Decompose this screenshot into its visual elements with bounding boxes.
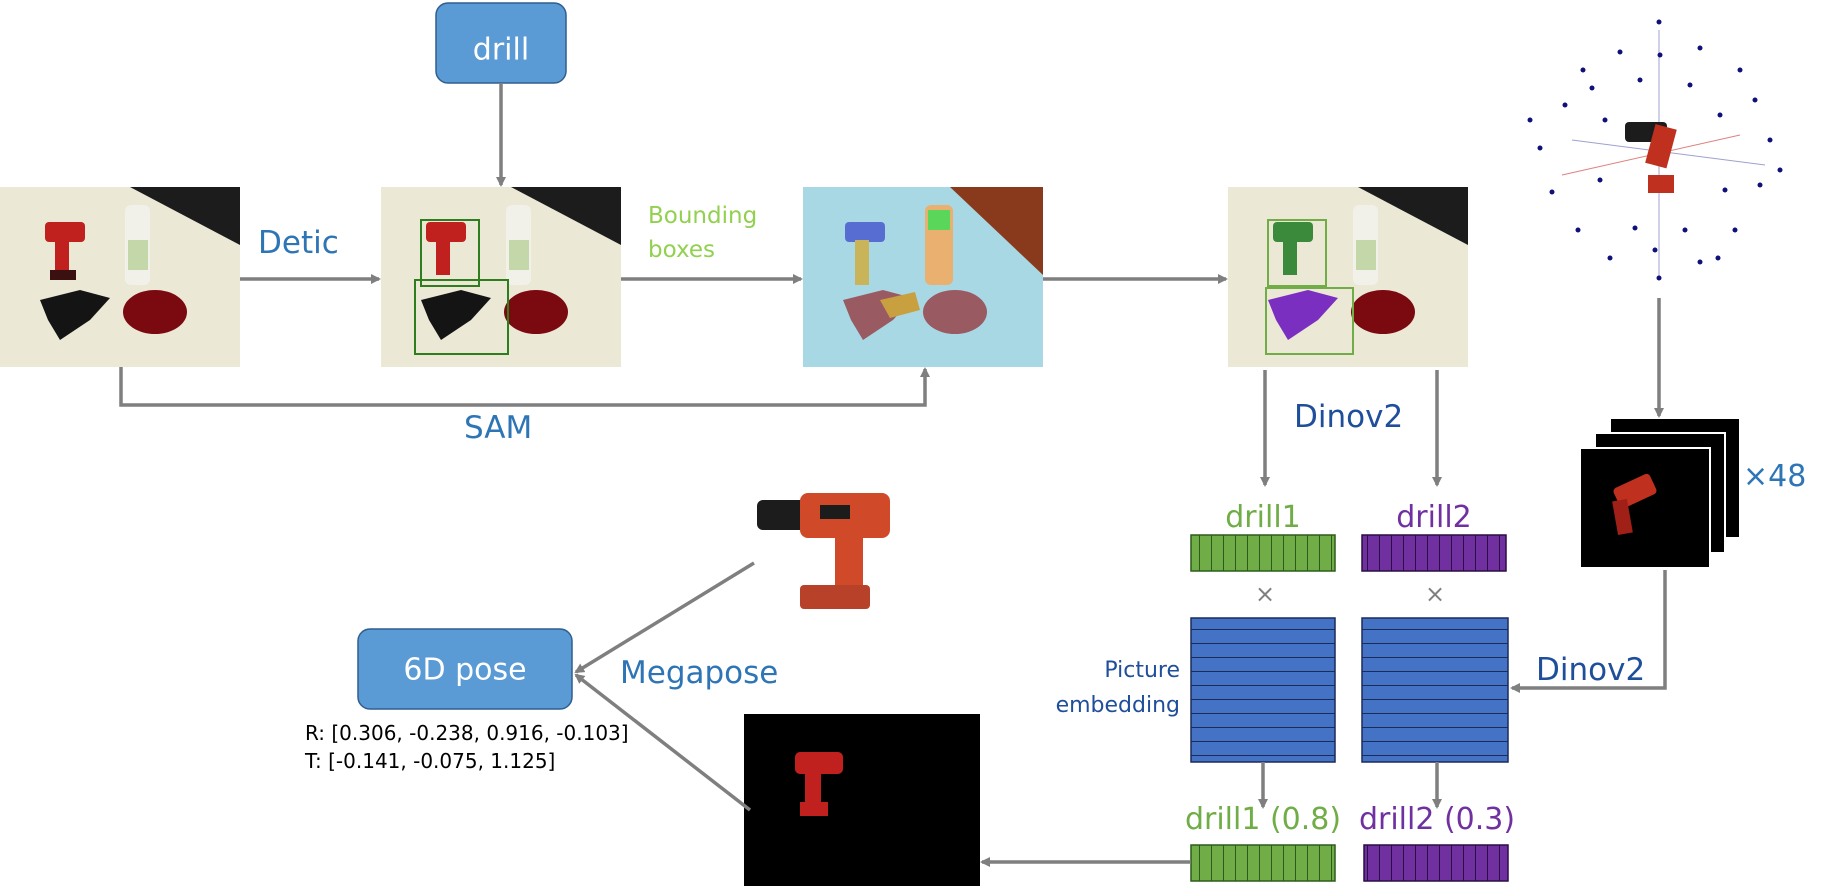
dinov2-top-label: Dinov2 [1294,399,1403,435]
detic-label: Detic [258,225,339,261]
pose-label: 6D pose [403,653,526,688]
bounding-box-crop-2 [1265,287,1354,355]
arrow-crop-to-pose [574,673,752,812]
template-render-stack [1579,417,1741,569]
viewpoint-sphere [1527,19,1783,281]
drill2-embedding-vector [1361,534,1507,572]
multiply-symbol-1: × [1255,580,1275,608]
drill1-embedding-vector [1190,534,1336,572]
arrow-drill-model-to-pose [574,561,755,674]
megapose-label: Megapose [620,655,778,691]
bounding-box-drill [420,219,480,287]
bounding-box-clamp [414,279,509,355]
bounding-boxes-label-line2: boxes [648,237,715,263]
pose-box: 6D pose [357,628,573,710]
drill2-score-vector [1363,844,1509,882]
drill-model-image [757,493,890,609]
picture-embedding-matrix-1 [1190,617,1336,763]
pose-rotation-text: R: [0.306, -0.238, 0.916, -0.103] [305,721,629,745]
drill2-score-label: drill2 (0.3) [1359,802,1515,837]
bounding-boxes-label-line1: Bounding [648,203,757,229]
drill2-embedding-label: drill2 [1396,500,1471,535]
picture-embedding-label-line2: embedding [1056,693,1180,718]
arrow-sam [119,367,930,407]
times48-label: ×48 [1743,459,1806,494]
query-label: drill [473,33,529,68]
sam-label: SAM [464,410,532,446]
input-scene-image [0,187,240,367]
bounding-box-crop-1 [1267,219,1327,287]
final-crop-image [744,714,980,886]
drill1-embedding-label: drill1 [1225,500,1300,535]
pose-translation-text: T: [-0.141, -0.075, 1.125] [304,749,555,773]
arrows [119,83,1667,867]
multiply-symbol-2: × [1425,580,1445,608]
dinov2-right-label: Dinov2 [1536,652,1645,688]
viewpoint-points [1527,19,1783,281]
segmented-scene-image [803,187,1043,367]
detected-scene-image [381,187,621,367]
picture-embedding-label-line1: Picture [1104,658,1180,683]
arrow-dinov2-templates [1510,570,1667,693]
picture-embedding-matrix-2 [1361,617,1509,763]
drill1-score-vector [1190,844,1336,882]
query-box: drill [435,2,567,84]
drill1-score-label: drill1 (0.8) [1185,802,1341,837]
matched-scene-image [1228,187,1468,367]
